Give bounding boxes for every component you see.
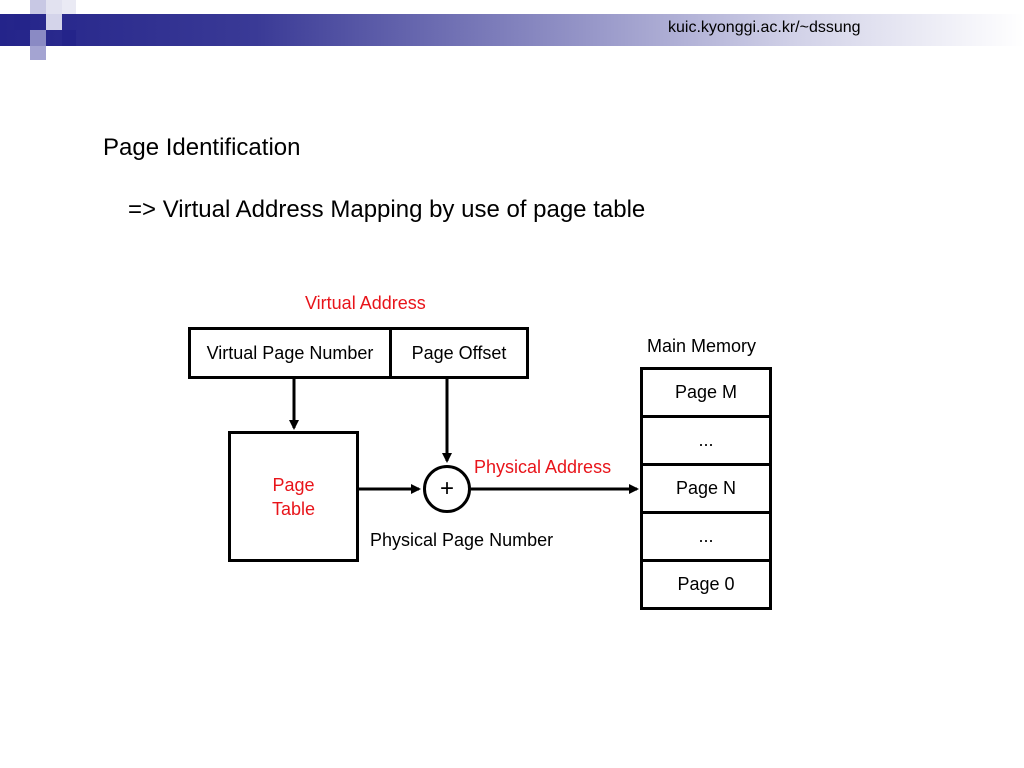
virtual-page-number-box: Virtual Page Number [188, 327, 392, 379]
physical-address-label: Physical Address [474, 457, 612, 477]
memory-cell-label: ... [698, 526, 714, 546]
adder-circle: + [423, 465, 471, 513]
memory-cell-label: ... [698, 430, 714, 450]
memory-cell-page-m: Page M [640, 367, 772, 418]
logo-square-navy [62, 30, 76, 46]
page-offset-text: Page Offset [411, 342, 507, 363]
logo-square-light [46, 14, 62, 30]
site-url: kuic.kyonggi.ac.kr/~dssung [668, 19, 861, 36]
virtual-address-label: Virtual Address [305, 293, 426, 313]
logo-square-light [30, 0, 46, 14]
logo-square-navy [14, 14, 30, 30]
memory-cell-page-0: Page 0 [640, 559, 772, 610]
memory-cell-page-n: Page N [640, 463, 772, 514]
memory-cell-label: Page M [674, 382, 738, 402]
page-table-box: Page Table [228, 431, 359, 562]
memory-cell-label: Page 0 [677, 574, 735, 594]
memory-cell-ellipsis: ... [640, 511, 772, 562]
logo-square-mid [30, 30, 46, 46]
physical-page-number-label: Physical Page Number [370, 530, 554, 550]
page-table-label-line2: Table [271, 498, 316, 519]
virtual-page-number-text: Virtual Page Number [206, 342, 374, 363]
logo-square-light [62, 0, 76, 14]
header-gradient-band [0, 14, 1024, 46]
page-table-label-line1: Page [272, 474, 315, 495]
memory-cell-label: Page N [675, 478, 737, 498]
logo-square-mid [30, 46, 46, 60]
slide-title: Page Identification [103, 134, 301, 161]
slide-subtitle: => Virtual Address Mapping by use of pag… [128, 196, 646, 223]
logo-square-light [46, 0, 62, 14]
page-offset-box: Page Offset [389, 327, 529, 379]
main-memory-label: Main Memory [647, 336, 757, 356]
memory-cell-ellipsis: ... [640, 415, 772, 466]
plus-icon: + [439, 475, 454, 502]
